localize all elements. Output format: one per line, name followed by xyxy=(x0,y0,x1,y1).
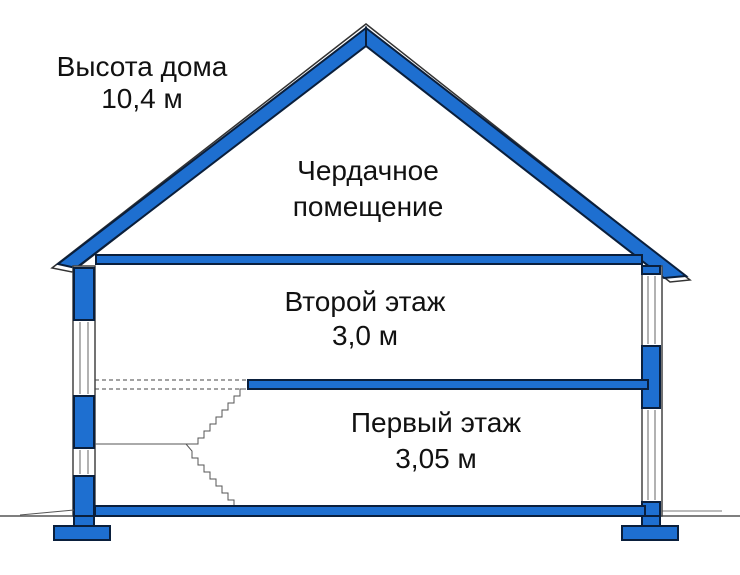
foundation-right xyxy=(621,525,679,541)
left-wall xyxy=(72,265,96,517)
second-floor-slab xyxy=(247,379,649,390)
attic-label-line-2: помещение xyxy=(293,191,444,222)
left-wall-segment-bottom xyxy=(73,475,95,517)
roof-outline xyxy=(50,23,692,283)
second-floor-title: Второй этаж xyxy=(285,286,446,317)
roof-right-slope xyxy=(365,25,689,280)
house-height-value: 10,4 м xyxy=(101,83,183,114)
attic-label-line-1: Чердачное xyxy=(297,155,439,186)
first-floor-title: Первый этаж xyxy=(351,407,521,438)
staircase-upper-flight xyxy=(186,388,246,445)
left-wall-segment-middle xyxy=(73,395,95,449)
first-floor-height: 3,05 м xyxy=(395,443,477,474)
left-ground-slope xyxy=(19,509,75,516)
right-wall-segment-top xyxy=(641,265,661,275)
left-wall-segment-top xyxy=(73,267,95,321)
foundation-right-stem xyxy=(641,515,661,527)
attic-floor-slab xyxy=(95,254,643,265)
house-height-title: Высота дома xyxy=(57,51,228,82)
staircase-lower-flight xyxy=(185,443,262,507)
first-floor-slab xyxy=(94,505,646,517)
right-wall xyxy=(641,265,663,517)
second-floor-height: 3,0 м xyxy=(332,320,398,351)
right-wall-segment-middle xyxy=(641,345,661,409)
roof xyxy=(50,23,692,283)
foundation-left-stem xyxy=(73,515,95,527)
foundation-left xyxy=(53,525,111,541)
staircase xyxy=(95,388,262,507)
